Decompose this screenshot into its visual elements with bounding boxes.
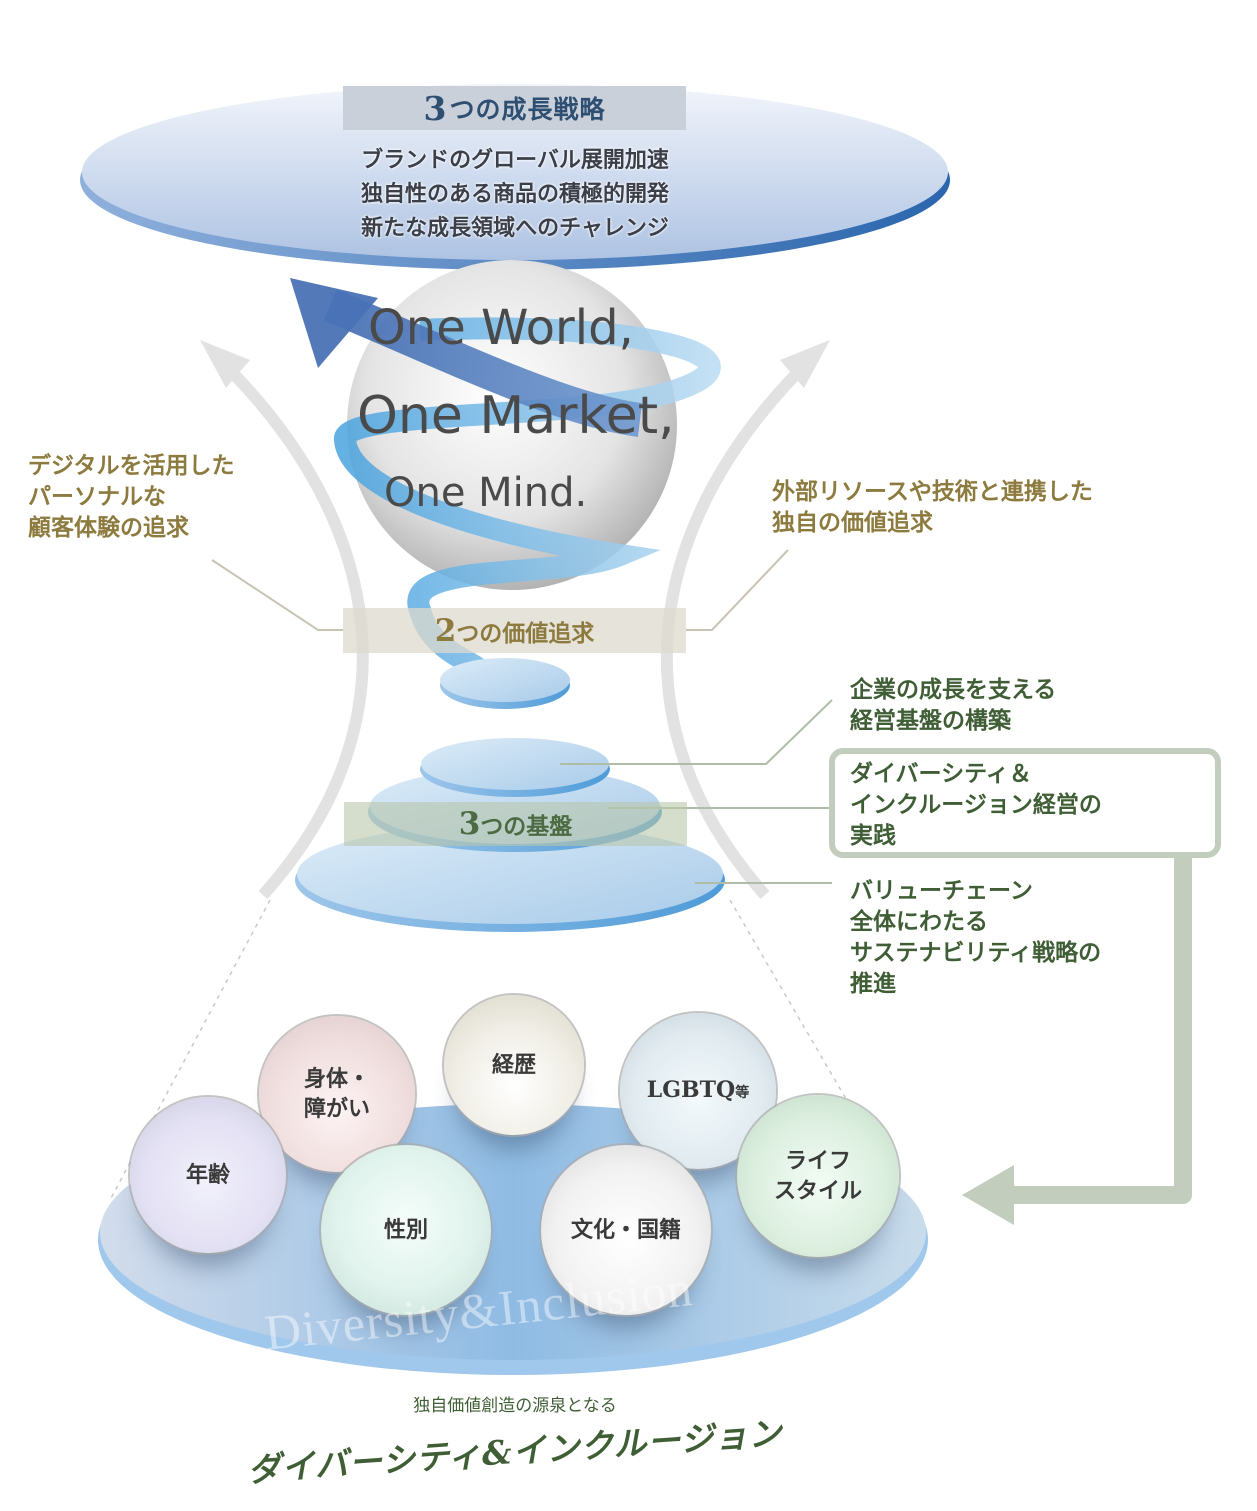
foundation-line: サステナビリティ戦略の xyxy=(850,939,1102,966)
value-title-number: 2 xyxy=(434,612,457,649)
top-disc xyxy=(82,84,948,260)
left-dotted-line xyxy=(109,899,271,1201)
callout-line: パーソナルな xyxy=(28,483,166,510)
sphere-label: 文化・国籍 xyxy=(570,1217,681,1243)
sphere-gender: 性別 xyxy=(321,1145,491,1315)
strategy-item: 独自性のある商品の積極的開発 xyxy=(360,181,669,207)
globe-line-market: One Market, xyxy=(357,386,675,446)
globe-line-mind: One Mind. xyxy=(384,470,588,516)
sphere-label: 経歴 xyxy=(491,1052,536,1078)
sphere-age: 年齢 xyxy=(130,1097,286,1253)
strategy-item: 新たな成長領域へのチャレンジ xyxy=(361,215,669,241)
foundation-line: 企業の成長を支える xyxy=(850,676,1057,703)
sphere-label: ライフ xyxy=(784,1148,851,1174)
ribbon-spiral xyxy=(334,317,721,679)
sphere-label-suffix: 等 xyxy=(735,1084,750,1101)
foundation-line: バリューチェーン xyxy=(850,877,1033,904)
foundation-disc-3 xyxy=(297,824,723,924)
sphere-label: 身体・ xyxy=(303,1066,370,1092)
callout-line: 外部リソースや技術と連携した xyxy=(772,478,1093,505)
strategy-list: ブランドのグローバル展開加速 独自性のある商品の積極的開発 新たな成長領域へのチ… xyxy=(300,143,730,245)
foundation-line: 推進 xyxy=(850,970,896,997)
foundation-highlight-box xyxy=(829,748,1221,858)
foundation-item-management: 企業の成長を支える 経営基盤の構築 xyxy=(850,674,1056,736)
value-title-text: つの価値追求 xyxy=(456,619,595,647)
sphere-label: 性別 xyxy=(383,1217,428,1243)
strategy-item: ブランドのグローバル展開加速 xyxy=(361,147,669,173)
foundation-title-number: 3 xyxy=(458,806,481,842)
diversity-subtitle: 独自価値創造の源泉となる xyxy=(413,1396,617,1416)
value-left-callout: デジタルを活用した パーソナルな 顧客体験の追求 xyxy=(28,450,235,543)
left-gray-arrowhead xyxy=(200,340,250,388)
foundation-line: インクルージョン経営の xyxy=(850,791,1102,818)
foundation-line: ダイバーシティ＆ xyxy=(850,760,1032,787)
connector-right-value xyxy=(686,549,789,631)
connector-foundation-1 xyxy=(560,699,833,765)
globe-line-world: One World, xyxy=(368,300,634,356)
foundation-disc-1 xyxy=(421,738,609,790)
callout-line: デジタルを活用した xyxy=(28,452,235,479)
sphere-label: LGBTQ等 xyxy=(647,1075,749,1108)
foundation-item-sustainability: バリューチェーン 全体にわたる サステナビリティ戦略の 推進 xyxy=(850,875,1101,999)
foundation-line: 実践 xyxy=(850,822,896,849)
sphere-career: 経歴 xyxy=(444,995,584,1135)
sphere-label: 年齢 xyxy=(185,1162,230,1188)
growth-arrowhead xyxy=(290,278,378,368)
sphere-label: スタイル xyxy=(773,1178,862,1204)
sphere-label-main: LGBTQ xyxy=(646,1076,736,1103)
foundation-item-diversity: ダイバーシティ＆ インクルージョン経営の 実践 xyxy=(850,758,1102,851)
sphere-label: 障がい xyxy=(303,1096,370,1122)
feedback-arrow xyxy=(1010,858,1192,1204)
foundation-line: 経営基盤の構築 xyxy=(850,707,1011,734)
right-gray-arrowhead xyxy=(780,340,830,388)
callout-line: 独自の価値追求 xyxy=(772,509,933,536)
strategy-title-number: 3 xyxy=(423,88,448,128)
foundation-line: 全体にわたる xyxy=(850,908,988,935)
callout-line: 顧客体験の追求 xyxy=(28,514,189,541)
foundation-title-text: つの基盤 xyxy=(480,813,573,840)
value-disc xyxy=(440,658,570,702)
growth-arrow xyxy=(323,289,643,437)
value-right-callout: 外部リソースや技術と連携した 独自の価値追求 xyxy=(772,476,1093,538)
connector-left-value xyxy=(211,559,343,631)
sphere-lifestyle: ライフスタイル xyxy=(737,1095,899,1257)
feedback-arrowhead xyxy=(962,1165,1014,1225)
diversity-disc xyxy=(100,1104,926,1360)
sphere-culture-nationality: 文化・国籍 xyxy=(541,1145,711,1315)
strategy-title-text: つの成長戦略 xyxy=(449,95,606,124)
